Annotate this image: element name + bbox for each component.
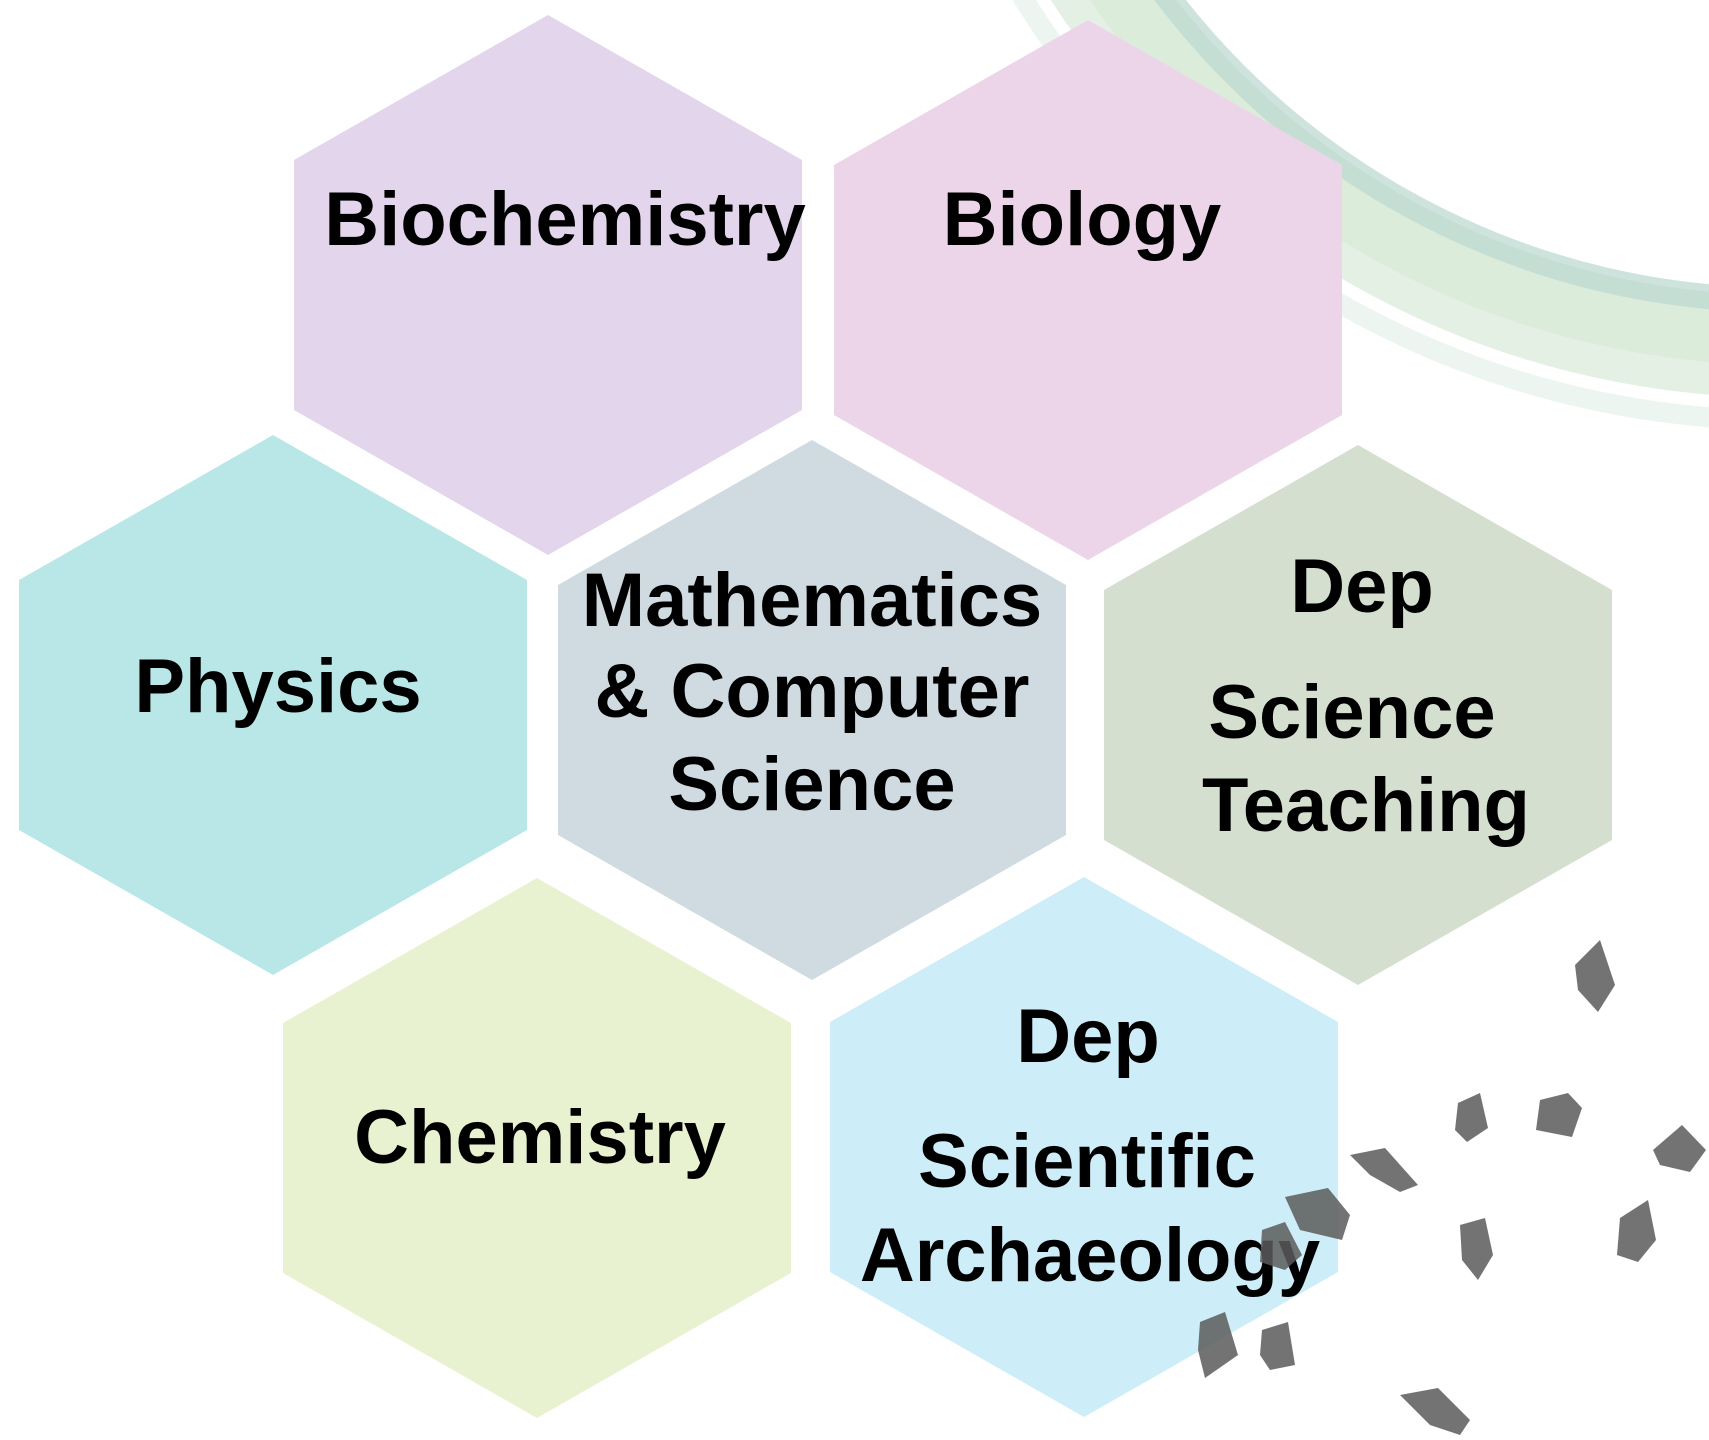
hexagon-label: Science <box>668 742 955 827</box>
hexagon-chemistry: Chemistry <box>283 878 791 1418</box>
hexagon-biology: Biology <box>834 20 1342 560</box>
hexagon-label: Mathematics <box>582 558 1042 643</box>
hexagon-shape <box>834 20 1342 560</box>
hexagon-label: Chemistry <box>354 1095 726 1180</box>
decorative-flake <box>1285 1188 1350 1240</box>
decorative-flake <box>1460 1218 1493 1280</box>
decorative-flake <box>1260 1322 1295 1370</box>
hexagon-shape <box>558 440 1066 980</box>
hexagon-label: & Computer <box>595 649 1030 734</box>
hexagon-shape <box>283 878 791 1418</box>
hexagon-label: Biology <box>943 177 1222 262</box>
hexagon-physics: Physics <box>19 435 527 975</box>
hexagon-label: Physics <box>134 644 421 729</box>
hexagon-label: Dep <box>1016 994 1160 1079</box>
decorative-flakes <box>1198 940 1706 1435</box>
decorative-flake <box>1617 1200 1656 1262</box>
decorative-flake <box>1400 1388 1470 1435</box>
hexagon-shape <box>294 15 802 555</box>
hexagon-label: Dep <box>1290 544 1434 629</box>
hexagon-label: Science <box>1208 670 1495 755</box>
hexagon-label: Scientific <box>918 1119 1256 1204</box>
hexagon-label: Biochemistry <box>324 177 806 262</box>
decorative-flake <box>1653 1125 1706 1172</box>
hexagon-label: Teaching <box>1202 763 1530 848</box>
decorative-flake <box>1575 940 1615 1012</box>
hexagon-shape <box>1104 445 1612 985</box>
hexagon-biochemistry: Biochemistry <box>294 15 806 555</box>
hexagon-shape <box>830 877 1338 1417</box>
decorative-flake <box>1198 1312 1238 1378</box>
decorative-flake <box>1350 1148 1418 1192</box>
decorative-flake <box>1260 1222 1302 1270</box>
decorative-flake <box>1455 1093 1488 1142</box>
hexagon-label: Archaeology <box>860 1213 1320 1298</box>
decorative-flake <box>1536 1093 1582 1137</box>
hexagon-shape <box>19 435 527 975</box>
